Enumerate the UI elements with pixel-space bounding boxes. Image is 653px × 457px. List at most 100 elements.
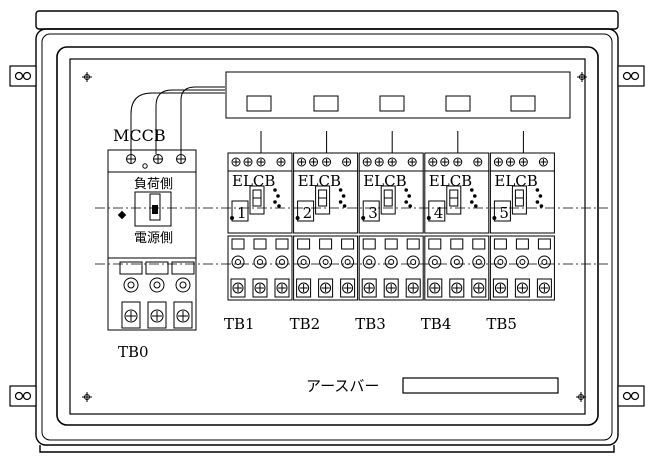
tb-clamp <box>406 238 420 250</box>
tb-screw-center <box>388 259 395 265</box>
tb-label: TB3 <box>355 315 386 333</box>
tb-lower-cross <box>540 284 549 292</box>
tb-lower-screw <box>451 282 463 294</box>
terminal-screw <box>505 157 515 167</box>
terminal-screw <box>387 157 397 167</box>
tb-screw-center <box>235 259 241 265</box>
tb-lower-screw <box>494 282 506 294</box>
terminal-screw <box>518 157 528 167</box>
tb-screw <box>406 255 420 269</box>
elcb-test-dot <box>276 194 280 198</box>
elcb-test-dot <box>470 188 474 192</box>
earth-bar-rail <box>402 377 559 394</box>
elcb-label: ELCB <box>363 172 406 190</box>
tb-screw <box>275 255 289 269</box>
elcb-test-dot <box>277 204 281 208</box>
tb-lower-cross <box>430 284 439 292</box>
tb-clamp <box>275 238 289 250</box>
tb-screw-center <box>497 259 504 265</box>
label-strip <box>225 71 571 119</box>
elcb-body <box>227 170 293 234</box>
elcb-test-dot <box>273 188 277 192</box>
terminal-screw-cross <box>233 159 239 165</box>
tb-lower-cross <box>387 284 396 292</box>
earth-bar-label: アースバー <box>306 377 379 395</box>
elcb-test-dot <box>407 194 412 198</box>
tb-lower-cross <box>409 284 418 292</box>
elcb-number-box <box>428 200 446 222</box>
tb-lower-screw <box>407 282 419 294</box>
elcb-test-dot <box>470 200 474 204</box>
terminal-screw <box>322 157 332 167</box>
tb-lower-clamp <box>471 278 487 298</box>
tb-screw-center <box>475 259 482 265</box>
elcb-test-dot <box>408 204 413 208</box>
terminal-screw <box>538 157 548 167</box>
tb-lower-cross <box>452 284 461 292</box>
elcb-handle-window <box>511 185 527 215</box>
enclosure <box>35 10 619 453</box>
tb-label: TB5 <box>486 315 517 333</box>
tb-clamp <box>472 238 486 250</box>
elcb-number: 4 <box>434 204 444 222</box>
tb-lower-cross <box>474 284 483 292</box>
elcb-body <box>424 170 490 234</box>
supply-side-label: 電源側 <box>134 231 173 246</box>
tb-clamp <box>515 238 529 250</box>
mccb-wires <box>130 86 225 154</box>
tb-screw-center <box>519 259 526 265</box>
terminal-screw <box>453 157 463 167</box>
elcb-test-dot <box>404 188 409 192</box>
terminal-screw <box>493 157 503 167</box>
tb-screw-center <box>300 259 307 265</box>
load-side-label: 負荷側 <box>134 177 173 192</box>
elcb-test-dot <box>535 188 540 192</box>
inner-door <box>56 46 599 426</box>
elcb-number-box <box>493 200 511 222</box>
terminal-screw-cross <box>495 159 502 165</box>
tb-lower-cross <box>299 284 308 292</box>
tb-lower-screw <box>298 282 310 294</box>
tb0-label: TB0 <box>118 343 149 361</box>
elcb-test-dot <box>342 204 347 208</box>
elcb-body <box>489 170 555 234</box>
tb-lower-screw <box>363 282 375 294</box>
tb-lower-screw <box>232 282 244 294</box>
mccb-label: MCCB <box>113 126 166 145</box>
tb-screw <box>493 255 507 269</box>
tb-lower-screw <box>516 282 528 294</box>
tb-screw <box>341 255 355 269</box>
tb-lower-cross <box>234 284 242 292</box>
tb-clamp <box>493 238 507 250</box>
tb-clamp <box>450 238 464 250</box>
terminal-screw-cross <box>245 159 251 165</box>
tb-clamp <box>384 238 398 250</box>
tb-screw-center <box>322 259 329 265</box>
elcb-label: ELCB <box>232 172 275 190</box>
tb-lower-clamp <box>274 278 290 298</box>
elcb-test-dot <box>273 200 277 204</box>
terminal-screw-cross <box>298 159 305 165</box>
tb-lower-clamp <box>383 278 399 298</box>
tb-label: TB2 <box>290 315 321 333</box>
elcb-body <box>293 170 359 234</box>
elcb-test-dot <box>338 200 343 204</box>
terminal-screw-cross <box>343 159 350 165</box>
elcb-label: ELCB <box>494 172 537 190</box>
tb-lower-clamp <box>449 278 465 298</box>
tb-screw-center <box>279 259 285 265</box>
terminal-screw <box>243 157 253 167</box>
tb-lower-screw <box>320 282 332 294</box>
tb-screw <box>472 255 486 269</box>
terminal-screw <box>407 157 417 167</box>
mounting-brackets <box>9 65 645 407</box>
terminal-screw-cross <box>310 159 317 165</box>
tb-clamp <box>319 238 333 250</box>
elcb-test-dot <box>535 200 540 204</box>
terminal-screw-cross <box>258 159 264 165</box>
elcb-test-dot <box>538 194 543 198</box>
tb-lower-cross <box>343 284 352 292</box>
